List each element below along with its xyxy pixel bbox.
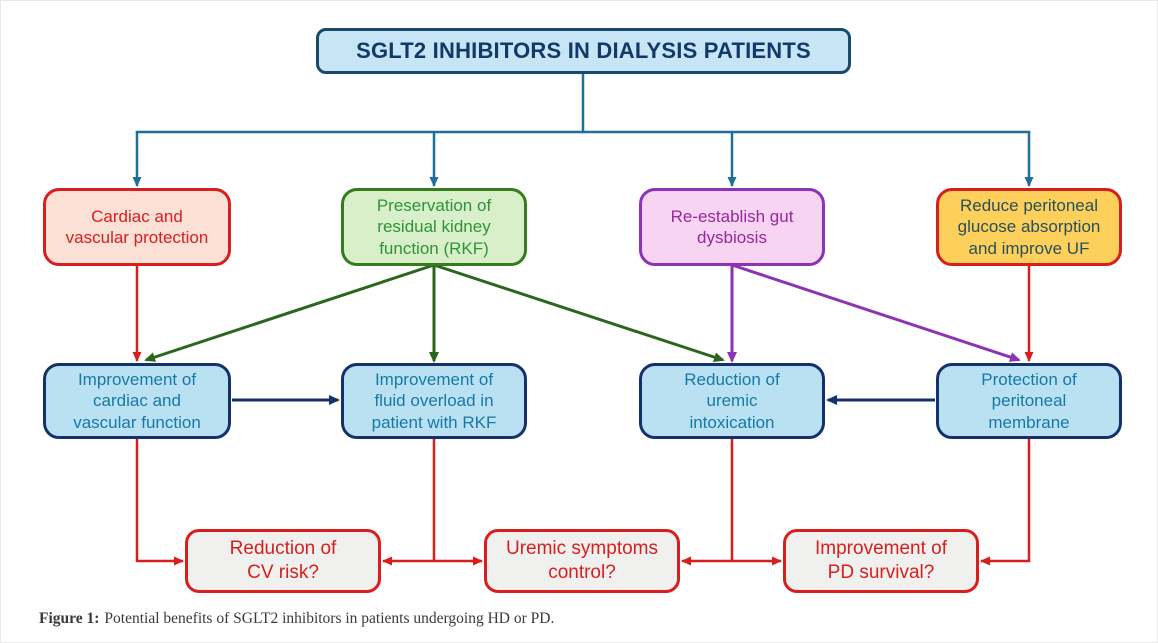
- green-connectors: [144, 263, 725, 363]
- title-box: SGLT2 INHIBITORS IN DIALYSIS PATIENTS: [316, 28, 851, 74]
- box-uremic-control-label: Uremic symptoms control?: [505, 538, 658, 583]
- figure-caption-text: Potential benefits of SGLT2 inhibitors i…: [104, 610, 555, 627]
- box-glucose-absorption-label: Reduce peritoneal glucose absorption and…: [957, 195, 1101, 258]
- box-peritoneal-membrane: Protection of peritoneal membrane: [936, 363, 1122, 439]
- box-glucose-absorption: Reduce peritoneal glucose absorption and…: [936, 188, 1122, 266]
- teal-connectors: [132, 74, 1034, 187]
- figure-caption: Figure 1:Potential benefits of SGLT2 inh…: [39, 610, 554, 628]
- title-text: SGLT2 INHIBITORS IN DIALYSIS PATIENTS: [356, 38, 811, 64]
- box-rkf-preservation-label: Preservation of residual kidney function…: [376, 195, 492, 258]
- arrow-rkf-to-uremic-intoxication: [433, 263, 725, 362]
- box-rkf-preservation: Preservation of residual kidney function…: [341, 188, 527, 266]
- box-cardiac-protection: Cardiac and vascular protection: [43, 188, 231, 266]
- figure-caption-label: Figure 1:: [39, 610, 100, 627]
- arrow-membrane-to-pd-survival: [980, 438, 1031, 566]
- box-uremic-intoxication: Reduction of uremic intoxication: [639, 363, 825, 439]
- box-peritoneal-membrane-label: Protection of peritoneal membrane: [981, 369, 1077, 432]
- arrow-cardiac-function-to-cv-risk: [135, 438, 184, 566]
- purple-connectors: [727, 263, 1021, 363]
- box-fluid-overload: Improvement of fluid overload in patient…: [341, 363, 527, 439]
- box-cardiac-function-label: Improvement of cardiac and vascular func…: [73, 369, 201, 432]
- box-gut-dysbiosis: Re-establish gut dysbiosis: [639, 188, 825, 266]
- box-uremic-control: Uremic symptoms control?: [484, 529, 680, 593]
- box-pd-survival: Improvement of PD survival?: [783, 529, 979, 593]
- box-cardiac-function: Improvement of cardiac and vascular func…: [43, 363, 231, 439]
- box-gut-dysbiosis-label: Re-establish gut dysbiosis: [670, 206, 794, 247]
- box-pd-survival-label: Improvement of PD survival?: [815, 538, 947, 583]
- box-uremic-intoxication-label: Reduction of uremic intoxication: [684, 369, 780, 432]
- arrow-rkf-to-cardiac-function: [144, 263, 435, 362]
- box-cv-risk-label: Reduction of CV risk?: [229, 538, 337, 583]
- box-cv-risk: Reduction of CV risk?: [185, 529, 381, 593]
- box-fluid-overload-label: Improvement of fluid overload in patient…: [371, 369, 497, 432]
- box-cardiac-protection-label: Cardiac and vascular protection: [65, 206, 209, 247]
- red-connectors: [132, 265, 1034, 566]
- arrow-gut-to-peritoneal-membrane: [731, 263, 1021, 362]
